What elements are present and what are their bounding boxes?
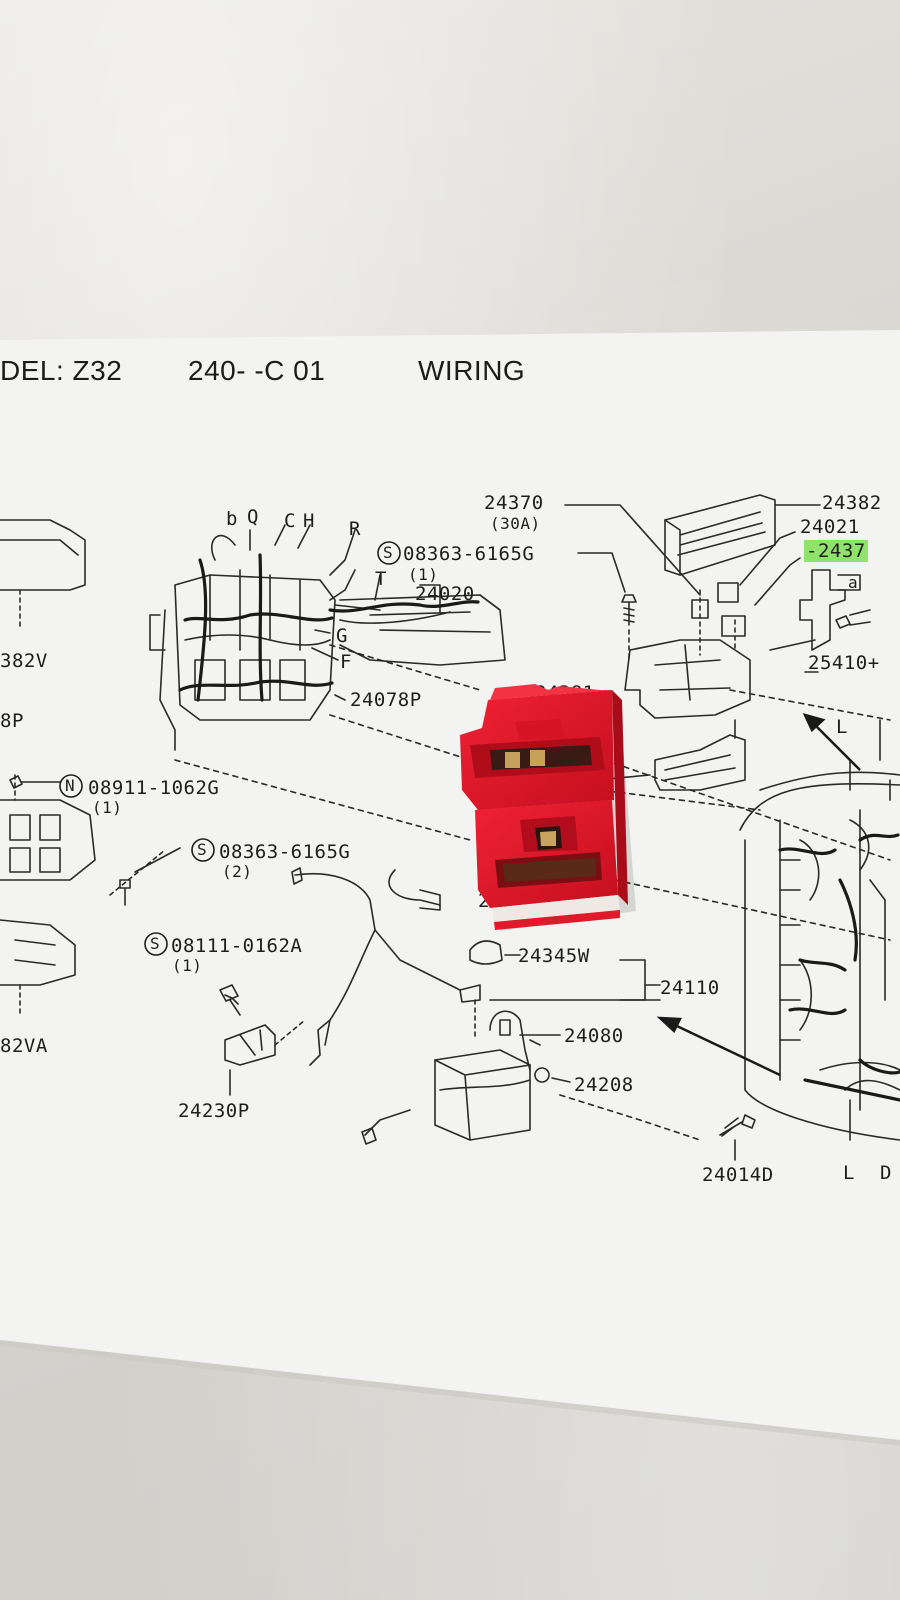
label-24345W: 24345W (518, 945, 590, 967)
label-24230P: 24230P (178, 1100, 250, 1122)
label-08363-mid: 08363-6165G (219, 841, 351, 863)
callout-f: F (340, 651, 352, 673)
label-2-partial: 2 (478, 890, 490, 912)
label-382V: 382V (0, 650, 48, 672)
callout-b: b (226, 508, 238, 530)
label-08363-top-qty: (1) (408, 565, 439, 584)
callout-l-bottom: L (843, 1162, 855, 1184)
section-code: 240- -C 01 (188, 355, 326, 386)
label-24370-rating: (30A) (490, 514, 541, 533)
label-24080: 24080 (564, 1025, 624, 1047)
callout-d-bottom: D (880, 1162, 892, 1184)
callout-c: C (284, 510, 296, 532)
model-label: DEL: Z32 (0, 355, 123, 386)
callout-q: Q (247, 506, 259, 528)
label-08363-mid-qty: (2) (222, 862, 253, 881)
section-title: WIRING (418, 355, 526, 386)
callout-l-top: L (836, 716, 848, 738)
callout-t: T (375, 568, 387, 590)
label-25410: 25410+ (808, 652, 880, 674)
label-08911-qty: (1) (92, 798, 123, 817)
circle-prefix-s-left: S (150, 934, 161, 953)
callout-r: R (349, 518, 361, 540)
circle-prefix-s-mid: S (197, 840, 208, 859)
label-08111: 08111-0162A (171, 935, 303, 957)
label-08363-top: 08363-6165G (403, 543, 535, 565)
label-24208: 24208 (574, 1074, 634, 1096)
label-82VA: 82VA (0, 1035, 48, 1057)
label-24370: 24370 (484, 492, 544, 514)
label-24078P: 24078P (350, 689, 422, 711)
label-8P: 8P (0, 710, 24, 732)
label-24020: 24020 (415, 583, 475, 605)
callout-h: H (303, 510, 315, 532)
circle-prefix-n: N (65, 776, 76, 795)
label-08911: 08911-1062G (88, 777, 220, 799)
circle-prefix-s-top: S (383, 543, 394, 562)
label-24014D: 24014D (702, 1164, 774, 1186)
callout-a: a (848, 573, 859, 592)
label-24110: 24110 (660, 977, 720, 999)
label-2437-highlight: -2437 (804, 540, 868, 562)
label-24382: 24382 (822, 492, 882, 514)
label-08111-qty: (1) (172, 956, 203, 975)
callout-g: G (336, 625, 348, 647)
label-24021: 24021 (800, 516, 860, 538)
